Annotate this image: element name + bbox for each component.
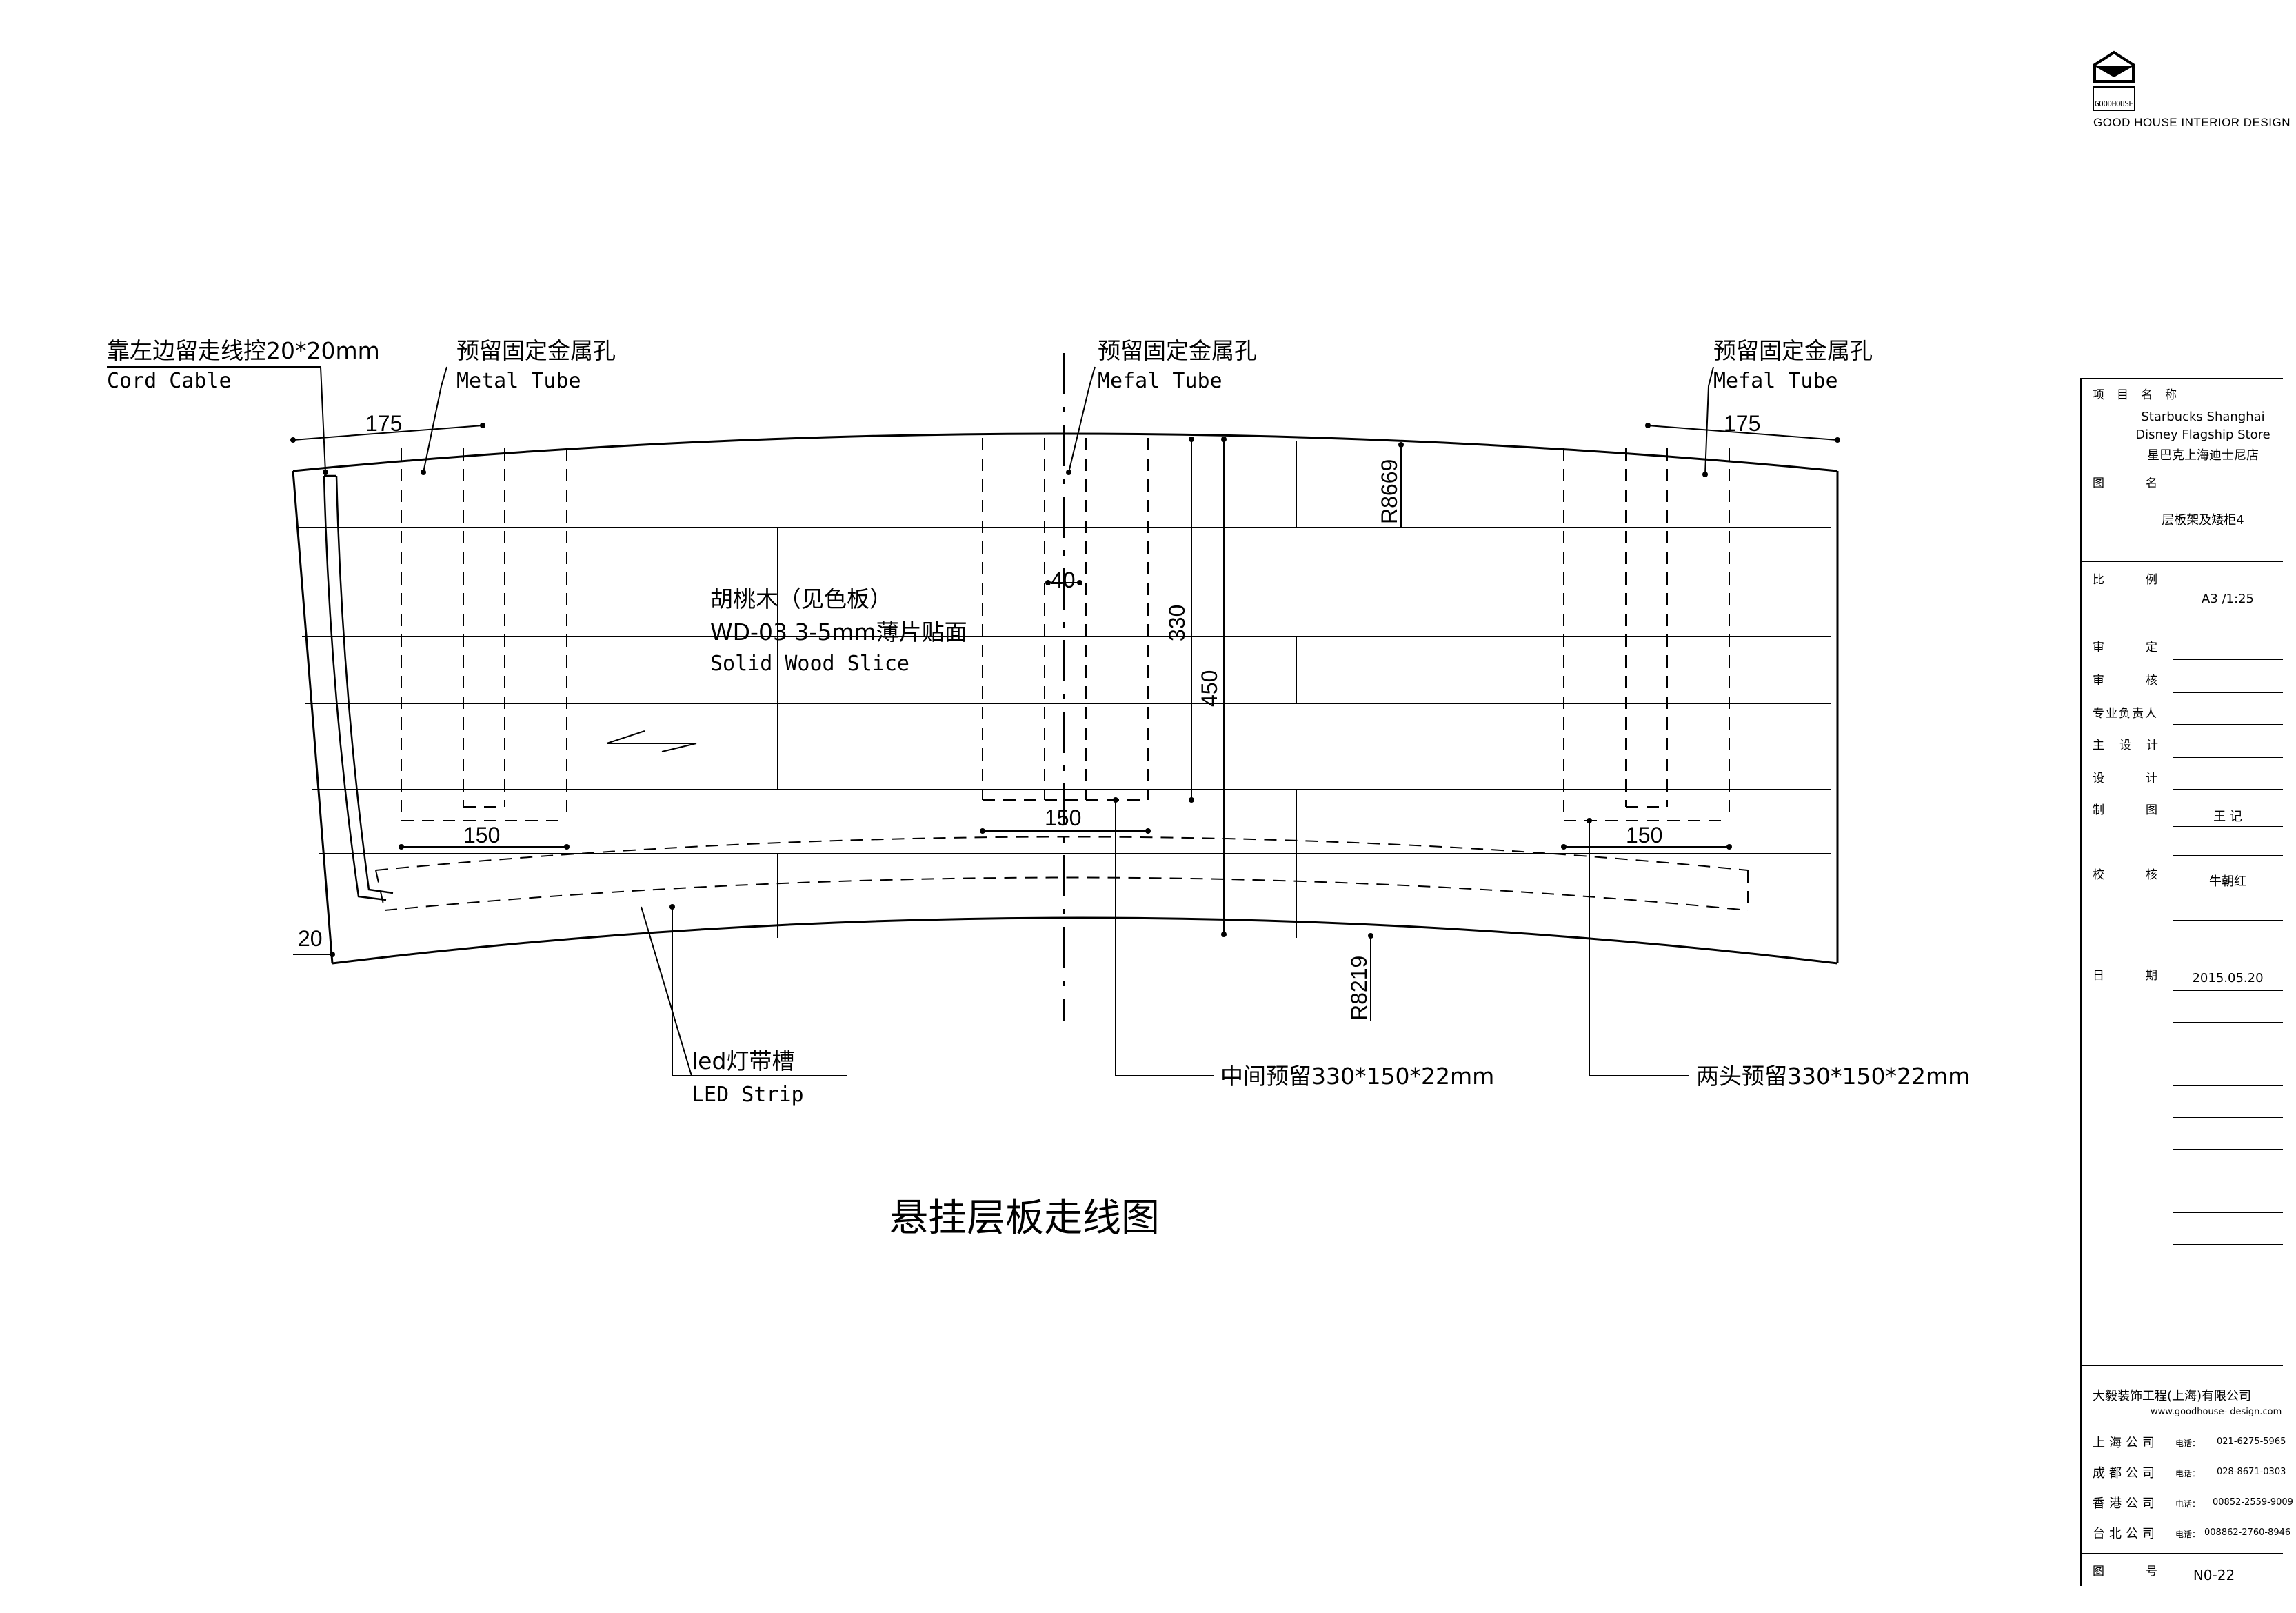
drawing-title: 悬挂层板走线图 [889,1196,1160,1241]
tube-right-label-cn: 预留固定金属孔 [1713,337,1873,364]
cord-label-en: Cord Cable [107,369,232,393]
wood-label-cn-2: WD-03 3-5mm薄片贴面 [710,619,967,645]
company-website: www.goodhouse- design.com [2151,1407,2282,1417]
sheet-number: N0-22 [2193,1567,2235,1583]
office-shanghai-tel-label: 电话： [2175,1439,2201,1448]
grain-direction-icon [606,730,697,752]
leader-lines [107,366,1714,1076]
dim-150-left: 150 [463,823,500,848]
dim-330: 330 [1165,605,1189,641]
dim-150-right: 150 [1626,823,1662,848]
logo-lettering: GOODHOUSE [2095,99,2133,108]
rule [2082,561,2283,562]
scale-value: A3 /1:25 [2202,592,2254,606]
office-shanghai-tel: 021-6275-5965 [2217,1436,2286,1447]
check-label: 校核 [2093,868,2199,882]
draw-name: 王 记 [2213,810,2242,824]
approve-label: 审定 [2093,641,2199,654]
project-name-en-2: Disney Flagship Store [2135,428,2270,442]
project-name-cn: 星巴克上海迪士尼店 [2147,448,2259,463]
rule [2082,1365,2283,1366]
scale-label: 比例 [2093,573,2199,587]
lead-label: 专业负责人 [2093,707,2158,721]
mid-reserve-label: 中间预留330*150*22mm [1220,1063,1494,1090]
office-shanghai: 上海公司 [2093,1436,2159,1450]
wood-label-cn-1: 胡桃木（见色板） [710,585,892,612]
date-label: 日期 [2093,969,2199,983]
office-taipei-tel: 008862-2760-8946 [2204,1527,2291,1538]
dim-20: 20 [298,926,323,951]
led-label-en: LED Strip [692,1083,804,1107]
office-chengdu-tel: 028-8671-0303 [2217,1467,2286,1477]
drawing-name: 层板架及矮柜4 [2162,513,2244,528]
sheet-number-label: 图号 [2093,1565,2199,1579]
tube-mid-label-cn: 预留固定金属孔 [1098,337,1257,364]
dim-175-left: 175 [365,411,402,436]
radius-top: R8669 [1377,459,1402,524]
drawing-name-label: 图名 [2093,477,2199,490]
brand-name: GOOD HOUSE INTERIOR DESIGN [2093,116,2290,129]
office-chengdu-tel-label: 电话： [2175,1469,2201,1479]
cord-label-cn: 靠左边留走线控20*20mm [107,337,380,364]
dim-175-right: 175 [1724,411,1760,436]
title-block-top-rule [2082,378,2283,379]
tube-mid-label-en: Mefal Tube [1098,369,1222,393]
office-chengdu: 成都公司 [2093,1466,2159,1481]
company-name: 大毅装饰工程(上海)有限公司 [2093,1389,2252,1403]
dim-450: 450 [1197,670,1222,707]
house-logo-icon: GOODHOUSE [2093,50,2135,111]
check-name: 牛朝红 [2209,874,2246,889]
brand-logo: GOODHOUSE GOOD HOUSE INTERIOR DESIGN [2068,50,2296,134]
wood-label-en: Solid Wood Slice [710,652,909,676]
tube-left-label-en: Metal Tube [456,369,581,393]
project-name-en-1: Starbucks Shanghai [2141,410,2265,424]
tube-right-label-en: Mefal Tube [1713,369,1838,393]
dimension-lines [292,425,1838,1021]
draw-label: 制图 [2093,803,2199,817]
reserve-pockets [375,438,1749,911]
design-label: 设计 [2093,772,2199,785]
office-hongkong: 香港公司 [2093,1496,2159,1511]
date-value: 2015.05.20 [2192,971,2264,985]
tube-left-label-cn: 预留固定金属孔 [456,337,616,364]
cord-cable-channel [323,474,394,901]
radius-bottom: R8219 [1347,956,1371,1021]
title-block: 项目名称 Starbucks Shanghai Disney Flagship … [2080,378,2293,1586]
chief-design-label: 主设计 [2093,739,2173,752]
office-taipei: 台北公司 [2093,1527,2159,1541]
rule [2082,1553,2283,1554]
dim-40: 40 [1051,568,1076,592]
office-taipei-tel-label: 电话： [2175,1530,2201,1539]
project-name-label: 项目名称 [2093,388,2189,402]
dim-150-mid: 150 [1045,805,1081,830]
dimension-dots [290,423,1840,957]
office-hongkong-tel: 00852-2559-9009 [2213,1497,2293,1507]
led-label-cn: led灯带槽 [692,1048,794,1074]
end-reserve-label: 两头预留330*150*22mm [1696,1063,1970,1090]
office-hongkong-tel-label: 电话： [2175,1499,2201,1509]
review-label: 审核 [2093,674,2199,688]
